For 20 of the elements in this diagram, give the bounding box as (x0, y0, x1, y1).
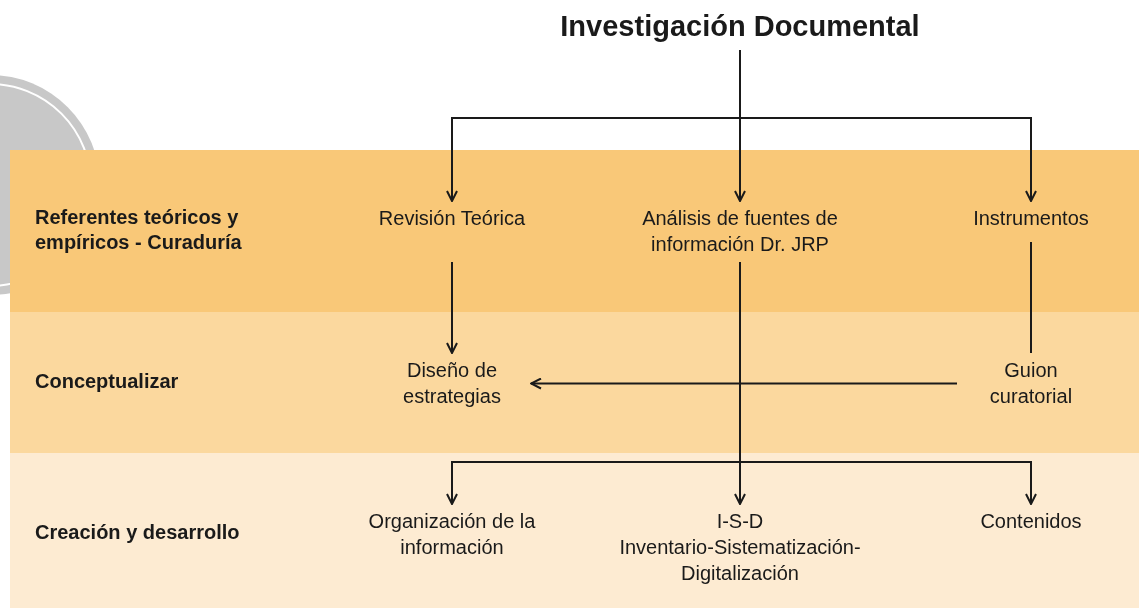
stage-label: Referentes teóricos y empíricos - Curaduría (35, 205, 243, 255)
stage-label: Conceptualizar (35, 369, 180, 394)
process-label: Diseño de estrategias (377, 357, 527, 410)
arrow (739, 49, 1037, 202)
title-text: Investigación Documental (540, 8, 940, 46)
arrow (446, 261, 458, 354)
connector-line (1030, 241, 1032, 354)
process-label: Revisión Teórica (377, 205, 527, 258)
stage-band (10, 453, 1139, 608)
process-label: Inventario-Sistematización-Digitalización (618, 535, 862, 586)
process-label: Instrumentos (946, 205, 1116, 232)
process-label: Organización de la información (362, 508, 542, 561)
stage-band (10, 312, 1139, 453)
acronym-label: I-S-D (715, 509, 765, 534)
stage-band (10, 150, 1139, 312)
process-label: Análisis de fuentes de información Dr. JRP (600, 205, 880, 258)
process-label: Guion curatorial (961, 357, 1101, 410)
stage-label: Creación y desarrollo (35, 520, 241, 545)
arrow (530, 377, 958, 390)
process-label: Contenidos (946, 508, 1116, 535)
